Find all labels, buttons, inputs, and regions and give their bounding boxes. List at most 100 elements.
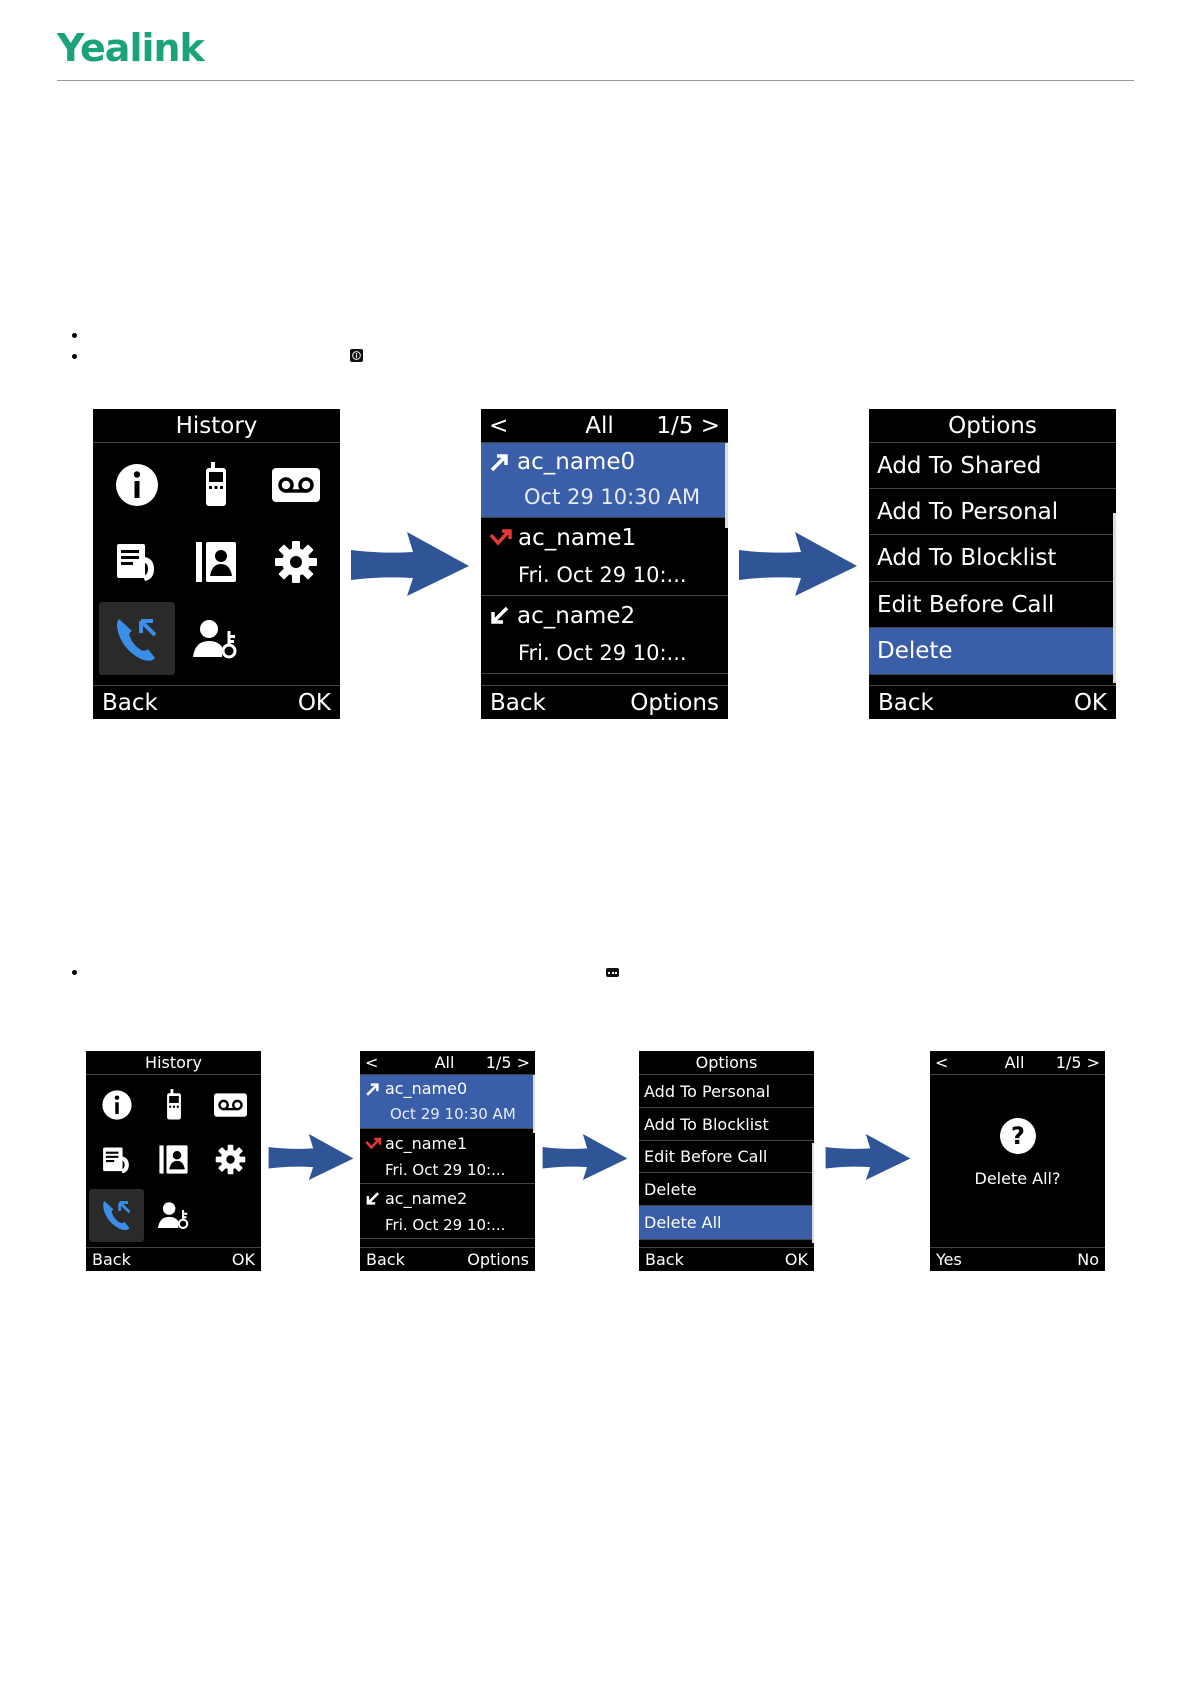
contact-name: ac_name1 [385, 1134, 468, 1153]
flow-arrow [351, 532, 469, 596]
call-history-icon [116, 618, 157, 661]
menu-call-notes[interactable] [88, 1132, 145, 1187]
page-indicator[interactable]: 1/5 > [656, 412, 720, 439]
call-entry[interactable]: ac_name1 Fri. Oct 29 10:... [481, 519, 728, 596]
ok-softkey[interactable]: OK [297, 689, 331, 716]
page-left-icon[interactable]: < [489, 412, 509, 439]
call-time: Fri. Oct 29 10:... [385, 1161, 506, 1179]
info-icon [115, 464, 158, 507]
ok-softkey[interactable]: OK [784, 1250, 808, 1269]
flow-arrow [739, 532, 857, 596]
contact-name: ac_name0 [385, 1079, 468, 1098]
missed-call-icon [365, 1137, 382, 1149]
menu-item-delete[interactable]: Delete [639, 1173, 814, 1206]
question-glyph: ? [1011, 1122, 1025, 1150]
menu-voicemail[interactable] [202, 1077, 259, 1132]
outgoing-call-icon [366, 1082, 379, 1096]
menu-item-edit-before-call[interactable]: Edit Before Call [639, 1141, 814, 1173]
ok-softkey[interactable]: OK [231, 1250, 255, 1269]
menu-directory[interactable] [177, 524, 257, 601]
softkey-bar: Back Options [481, 685, 728, 719]
menu-empty-slot [256, 600, 336, 677]
scrollbar[interactable] [812, 1143, 814, 1243]
page-left-icon[interactable]: < [935, 1053, 949, 1072]
call-entry[interactable]: ac_name0 Oct 29 10:30 AM [360, 1075, 535, 1129]
call-list-screen-small: < All 1/5 > ac_name0 Oct 29 10:30 AM ac_… [360, 1051, 535, 1271]
delete-all-confirm-screen: < All 1/5 > ? Delete All? Yes No [930, 1051, 1105, 1271]
menu-user-key[interactable] [177, 600, 257, 677]
menu-voicemail[interactable] [256, 447, 336, 524]
call-time: Fri. Oct 29 10:... [385, 1216, 506, 1234]
call-entry[interactable]: ac_name0 Oct 29 10:30 AM [481, 443, 728, 518]
call-time: Fri. Oct 29 10:... [518, 563, 687, 587]
menu-handset[interactable] [177, 447, 257, 524]
flow-arrow [268, 1134, 354, 1180]
menu-info[interactable] [97, 447, 177, 524]
menu-settings[interactable] [202, 1132, 259, 1187]
call-time: Oct 29 10:30 AM [524, 485, 701, 509]
menu-call-history[interactable] [89, 1188, 144, 1242]
softkey-bar: Back OK [93, 685, 340, 719]
softkey-bar: Back Options [360, 1247, 535, 1271]
softkey-bar: Back OK [86, 1247, 261, 1271]
menu-item-label: Edit Before Call [877, 591, 1055, 618]
info-icon [101, 1090, 132, 1120]
ok-softkey[interactable]: OK [1073, 689, 1107, 716]
menu-item-add-to-personal[interactable]: Add To Personal [869, 489, 1116, 535]
contact-name: ac_name1 [518, 525, 637, 551]
screen-title-bar: History [93, 409, 340, 443]
menu-info[interactable] [88, 1077, 145, 1132]
more-icon [606, 968, 619, 977]
back-softkey[interactable]: Back [490, 689, 546, 716]
menu-call-notes[interactable] [97, 524, 177, 601]
call-list-screen: < All 1/5 > ac_name0 Oct 29 10:30 AM ac_… [481, 409, 728, 719]
menu-item-delete-all[interactable]: Delete All [639, 1206, 814, 1240]
screen-title: Options [948, 412, 1037, 439]
options-softkey[interactable]: Options [630, 689, 719, 716]
menu-user-key[interactable] [145, 1188, 202, 1243]
menu-item-add-to-personal[interactable]: Add To Personal [639, 1075, 814, 1108]
back-softkey[interactable]: Back [92, 1250, 131, 1269]
menu-handset[interactable] [145, 1077, 202, 1132]
filter-label: All [585, 412, 614, 439]
call-entry[interactable]: ac_name1 Fri. Oct 29 10:... [360, 1130, 535, 1184]
menu-item-add-to-blocklist[interactable]: Add To Blocklist [639, 1108, 814, 1141]
scrollbar[interactable] [1113, 513, 1116, 683]
softkey-bar: Yes No [930, 1247, 1105, 1271]
question-icon: ? [1000, 1118, 1036, 1154]
menu-grid [86, 1077, 261, 1243]
page-indicator[interactable]: 1/5 > [1055, 1053, 1100, 1072]
call-history-icon [102, 1201, 130, 1231]
back-softkey[interactable]: Back [366, 1250, 405, 1269]
call-notes-icon [116, 543, 154, 581]
menu-item-label: Delete [644, 1179, 697, 1199]
back-softkey[interactable]: Back [645, 1250, 684, 1269]
screen-title-bar: < All 1/5 > [930, 1051, 1105, 1075]
screen-title-bar: History [86, 1051, 261, 1075]
no-softkey[interactable]: No [1077, 1250, 1099, 1269]
page-left-icon[interactable]: < [365, 1053, 379, 1072]
menu-item-add-to-shared[interactable]: Add To Shared [869, 443, 1116, 489]
scrollbar[interactable] [725, 443, 728, 528]
menu-item-edit-before-call[interactable]: Edit Before Call [869, 582, 1116, 628]
page-number: 1/5 [485, 1053, 512, 1072]
call-entry[interactable]: ac_name2 Fri. Oct 29 10:... [360, 1185, 535, 1239]
call-notes-icon [102, 1147, 129, 1174]
menu-directory[interactable] [145, 1132, 202, 1187]
menu-item-add-to-blocklist[interactable]: Add To Blocklist [869, 535, 1116, 582]
menu-settings[interactable] [256, 524, 336, 601]
scrollbar[interactable] [533, 1075, 535, 1133]
back-softkey[interactable]: Back [102, 689, 158, 716]
page-indicator[interactable]: 1/5 > [485, 1053, 530, 1072]
menu-item-delete[interactable]: Delete [869, 628, 1116, 675]
info-icon [350, 349, 363, 362]
menu-empty-slot [202, 1188, 259, 1243]
screen-title-bar: < All 1/5 > [481, 409, 728, 443]
yes-softkey[interactable]: Yes [936, 1250, 962, 1269]
menu-item-label: Add To Shared [877, 452, 1042, 479]
menu-call-history[interactable] [99, 602, 175, 675]
back-softkey[interactable]: Back [878, 689, 934, 716]
filter-label: All [434, 1053, 455, 1072]
call-entry[interactable]: ac_name2 Fri. Oct 29 10:... [481, 597, 728, 674]
options-softkey[interactable]: Options [467, 1250, 529, 1269]
